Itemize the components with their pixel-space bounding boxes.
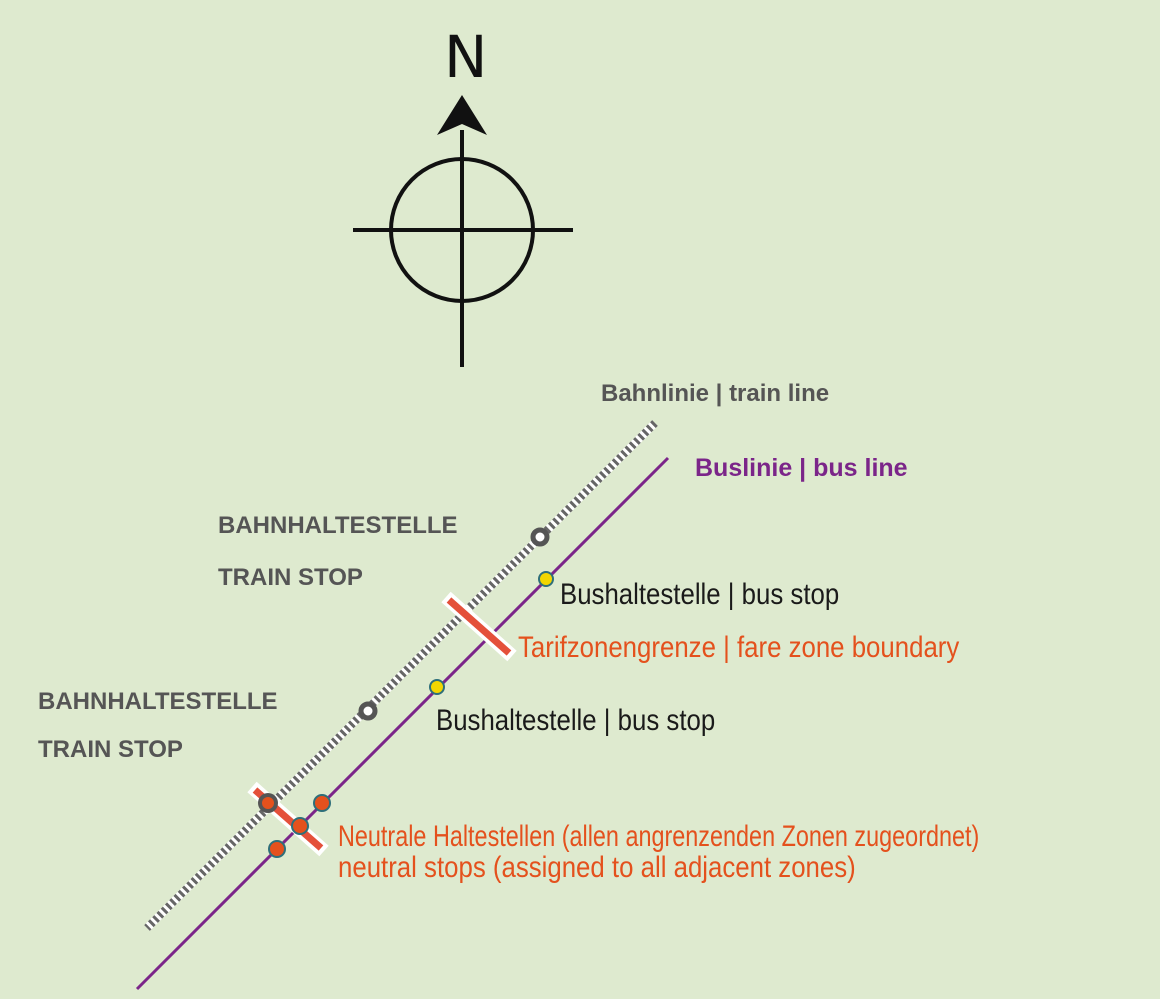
neutral-train-stop-marker xyxy=(262,797,274,809)
train-line-ties xyxy=(144,420,658,931)
compass xyxy=(353,95,573,367)
fare-zone-boundary-marker xyxy=(441,591,517,662)
train-line xyxy=(144,420,658,931)
train-stop-2-label-en: TRAIN STOP xyxy=(38,736,183,763)
north-label: N xyxy=(444,23,488,91)
neutral-stops-label-en: neutral stops (assigned to all adjacent … xyxy=(338,851,856,884)
train-stop-1-label-de: BAHNHALTESTELLE xyxy=(218,512,458,539)
train-stop-1-marker xyxy=(530,527,550,547)
compass-circle xyxy=(389,157,535,303)
train-stop-2-label-de: BAHNHALTESTELLE xyxy=(38,688,278,715)
bus-line xyxy=(135,456,670,991)
bus-stop-1-marker xyxy=(538,571,554,587)
train-stop-2-marker xyxy=(358,701,378,721)
fare-zone-boundary-line xyxy=(446,597,512,656)
bus-line-label: Buslinie | bus line xyxy=(695,454,908,482)
neutral-stops-label-de: Neutrale Haltestellen (allen angrenzende… xyxy=(338,820,980,853)
train-line-label: Bahnlinie | train line xyxy=(601,380,830,407)
train-stop-1-label-en: TRAIN STOP xyxy=(218,564,363,591)
north-arrow-icon xyxy=(437,95,487,135)
neutral-bus-stop-marker xyxy=(313,794,331,812)
neutral-stop-center-marker xyxy=(291,817,309,835)
fare-zone-boundary-label: Tarifzonengrenze | fare zone boundary xyxy=(518,631,960,664)
bus-stop-2-label: Bushaltestelle | bus stop xyxy=(436,704,716,737)
neutral-bus-stop-lower-marker xyxy=(268,840,286,858)
bus-stop-2-marker xyxy=(429,679,445,695)
bus-stop-1-label: Bushaltestelle | bus stop xyxy=(560,578,840,611)
